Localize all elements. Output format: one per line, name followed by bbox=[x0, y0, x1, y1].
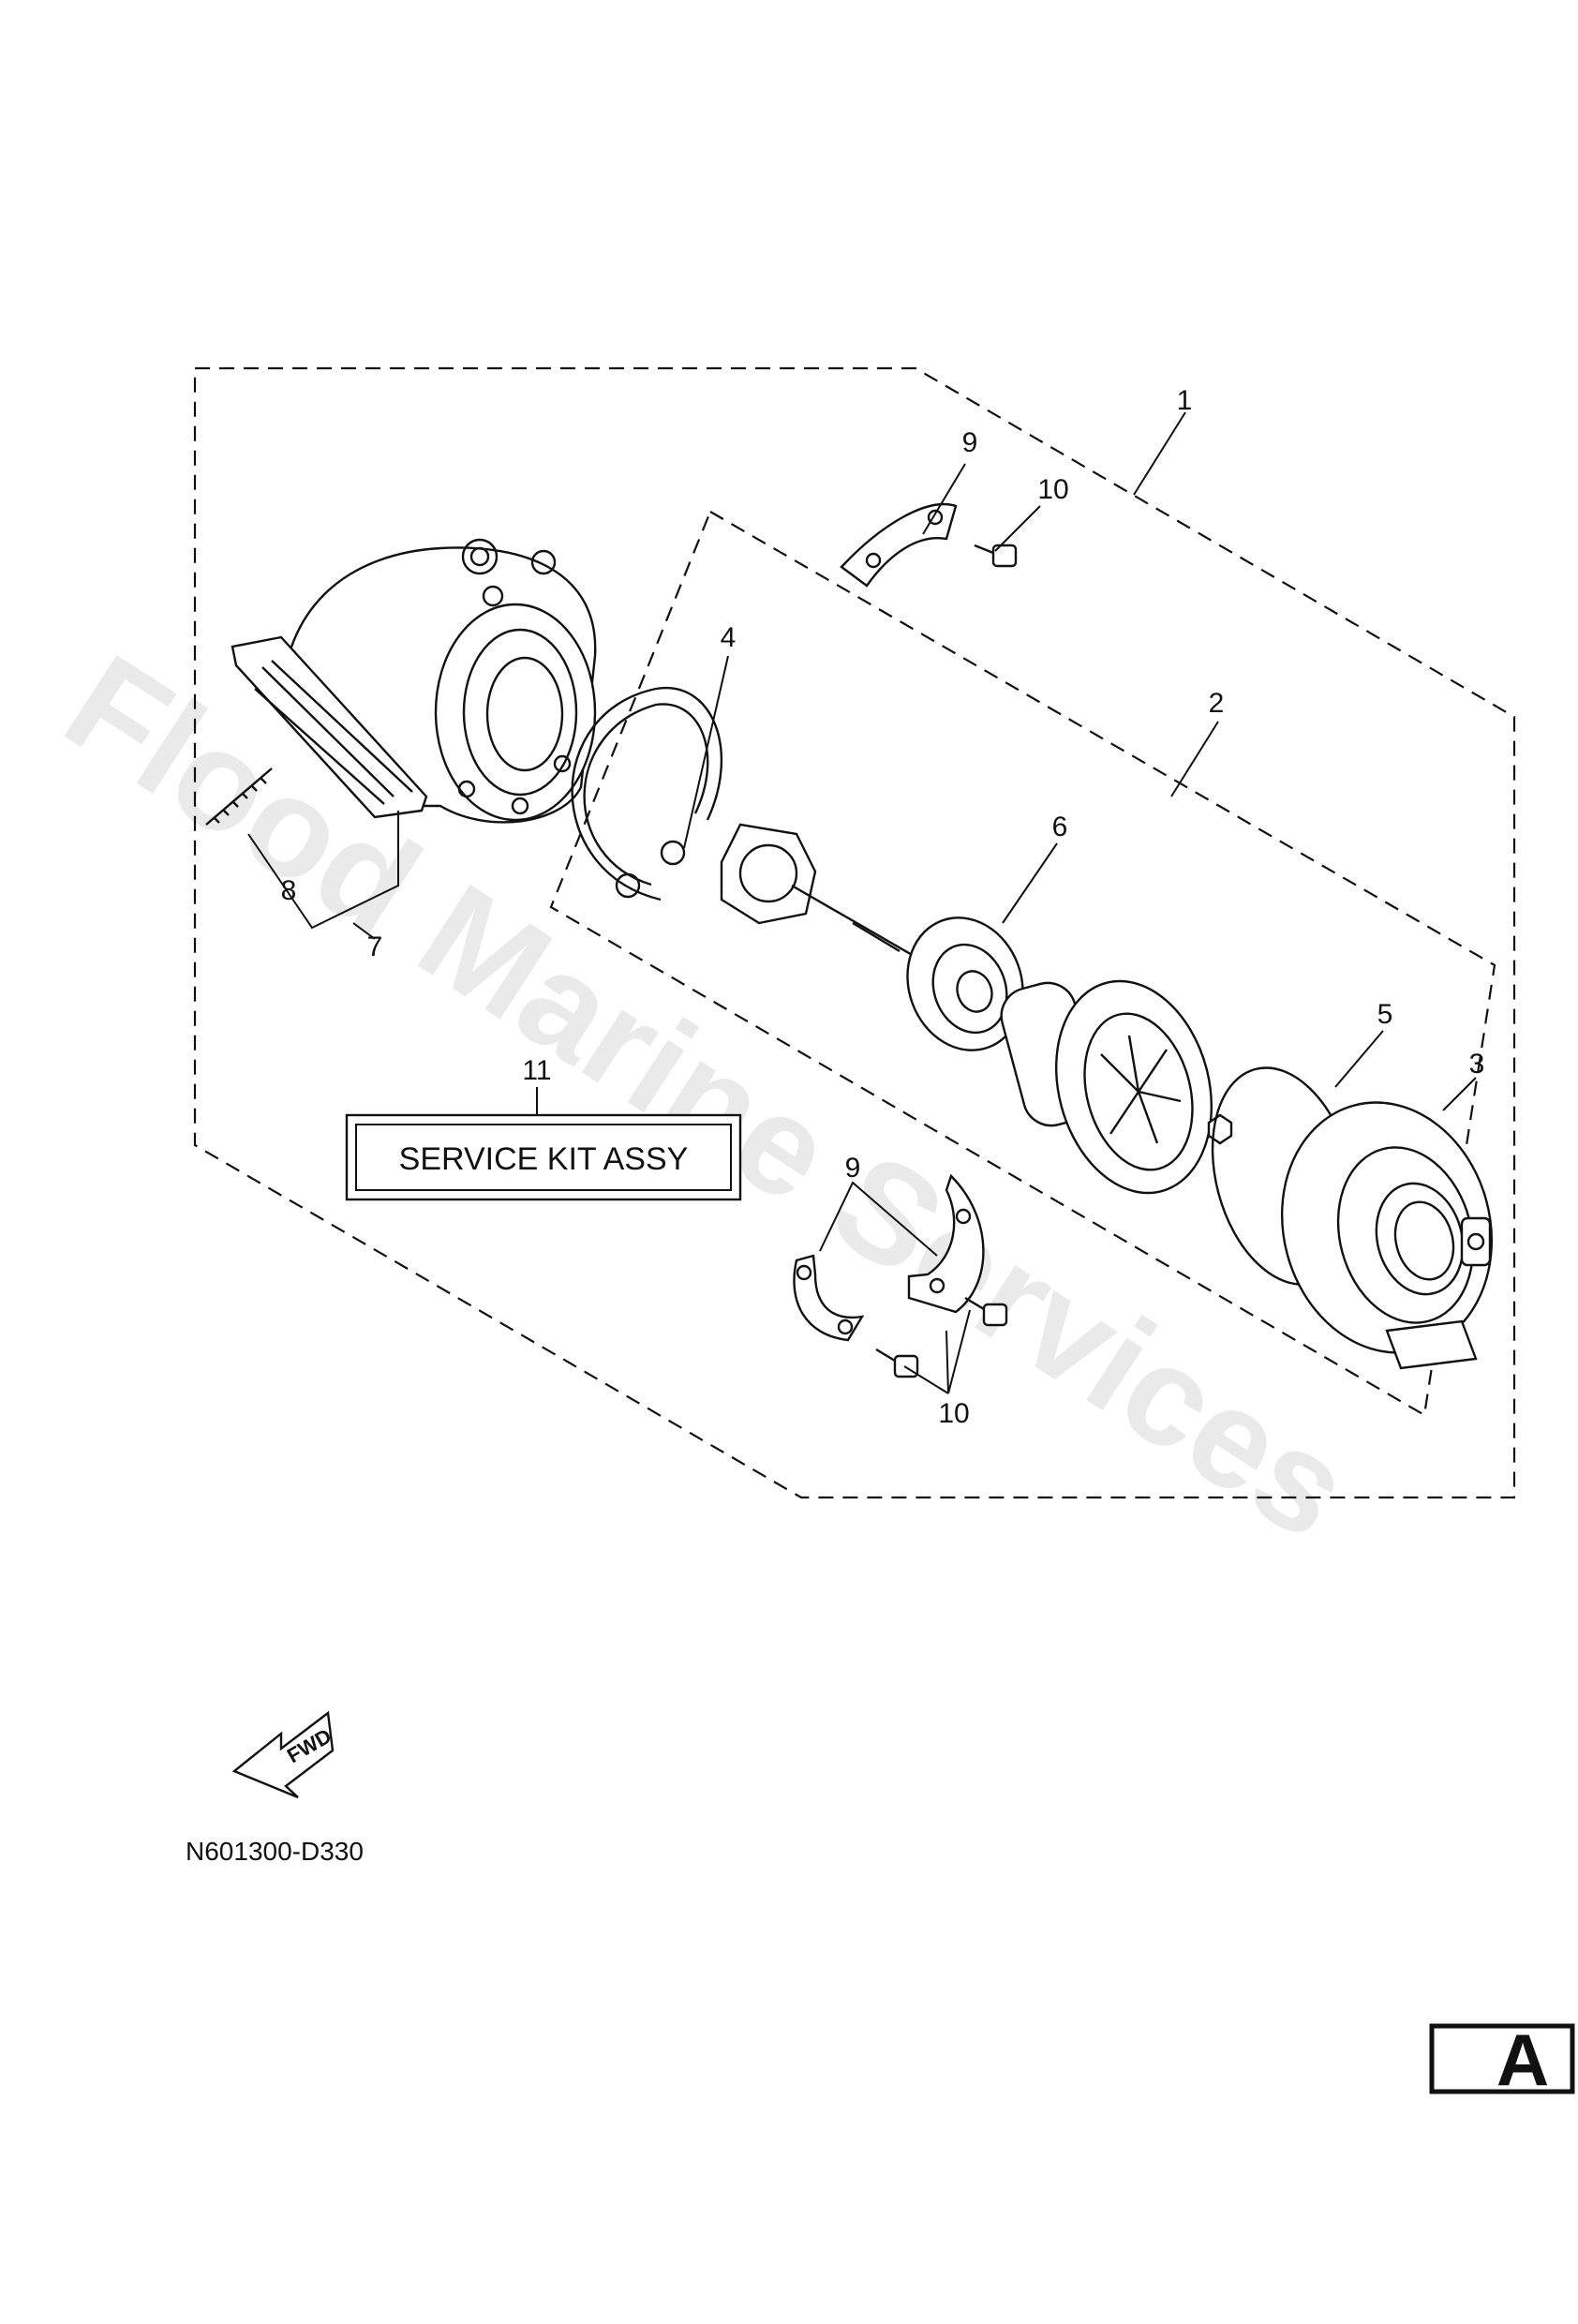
leader-lines bbox=[247, 411, 1477, 1394]
service-kit-label: SERVICE KIT ASSY bbox=[399, 1141, 689, 1177]
clamp-plate-upper bbox=[840, 502, 958, 588]
callout-4: 4 bbox=[721, 622, 737, 653]
compressor-wheel-cartridge bbox=[1000, 979, 1233, 1195]
callout-5: 5 bbox=[1377, 999, 1393, 1030]
callout-2: 2 bbox=[1209, 688, 1225, 719]
callout-1: 1 bbox=[1177, 385, 1193, 416]
bolt-lower-left bbox=[875, 1348, 919, 1378]
compressor-housing bbox=[1280, 1101, 1494, 1370]
callout-7: 7 bbox=[367, 931, 383, 962]
bolt-upper bbox=[974, 544, 1018, 568]
assembly-boundary-inner bbox=[549, 510, 1496, 1417]
callout-10-upper: 10 bbox=[1037, 474, 1068, 505]
turbine-shaft-wheel bbox=[720, 823, 915, 958]
callout-9-upper: 9 bbox=[962, 427, 978, 458]
clamp-plate-lower-left bbox=[793, 1254, 865, 1342]
callout-9-lower: 9 bbox=[845, 1153, 861, 1184]
page-letter: A bbox=[1496, 2019, 1549, 2101]
callout-11: 11 bbox=[522, 1055, 551, 1086]
turbine-housing bbox=[231, 538, 597, 824]
fwd-arrow-icon: FWD bbox=[231, 1710, 335, 1799]
callout-8: 8 bbox=[281, 875, 297, 906]
assembly-boundary-outer bbox=[193, 366, 1516, 1499]
diagram-code: N601300-D330 bbox=[186, 1837, 364, 1866]
callout-10-lower: 10 bbox=[938, 1398, 969, 1429]
service-kit-box: SERVICE KIT ASSY bbox=[345, 1113, 742, 1201]
callout-3: 3 bbox=[1469, 1049, 1485, 1080]
circlip-ring bbox=[571, 686, 722, 901]
bolt-lower-right bbox=[964, 1296, 1008, 1327]
page-section-box: A bbox=[1429, 2019, 1575, 2101]
callout-6: 6 bbox=[1052, 812, 1068, 842]
clamp-plate-lower-right bbox=[907, 1173, 985, 1314]
seal-plate bbox=[906, 916, 1024, 1051]
stud-bolt bbox=[205, 767, 273, 826]
